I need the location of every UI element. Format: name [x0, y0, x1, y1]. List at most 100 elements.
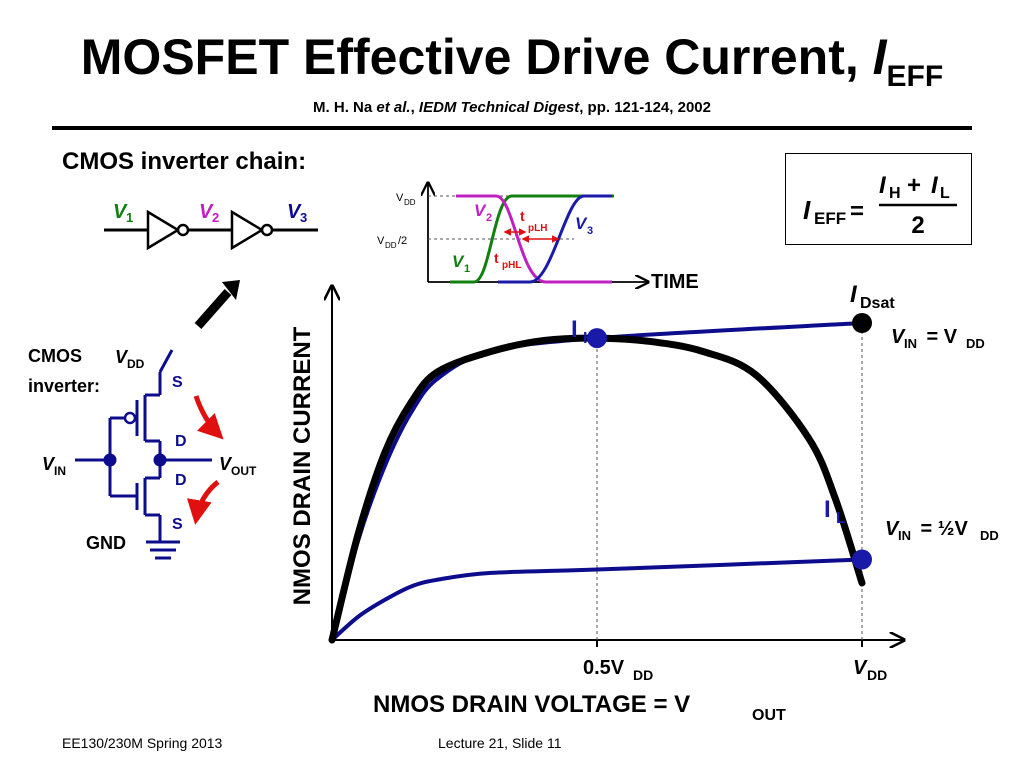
- timing-vdd-half-suffix: /2: [398, 235, 407, 247]
- vin-half-v: V: [885, 518, 900, 540]
- il-label: I: [824, 496, 831, 523]
- chart-xlabel: NMOS DRAIN VOLTAGE = V: [373, 691, 690, 718]
- idsat-sub: Dsat: [860, 295, 895, 312]
- x-tick-half-vdd-sub: DD: [633, 667, 653, 683]
- timing-vdd: V: [396, 192, 404, 204]
- chain-v2: V: [199, 201, 214, 223]
- idsat-label: I: [850, 281, 858, 308]
- series-2: [330, 557, 864, 642]
- vin-sub: IN: [54, 464, 66, 478]
- formula-equals: =: [850, 198, 864, 225]
- chain-v1-sub: 1: [126, 210, 133, 225]
- x-tick-vdd-label: V: [853, 657, 868, 679]
- formula-num-a-sub: H: [889, 185, 901, 202]
- nmos-drain-label: D: [175, 472, 187, 489]
- formula-plus: +: [907, 172, 921, 199]
- discharge-current-arrow: [186, 480, 220, 525]
- citation-sep: ,: [410, 99, 419, 116]
- title-text: MOSFET Effective Drive Current,: [80, 29, 873, 85]
- timing-v2-sub: 2: [486, 212, 492, 224]
- chain-v3-sub: 3: [300, 210, 307, 225]
- title-divider: [52, 126, 972, 130]
- pmos-source-label: S: [172, 374, 183, 391]
- legend-vin-half: V IN = ½V DD: [885, 518, 999, 543]
- vin-half-sub: IN: [898, 528, 911, 543]
- timing-v1: V: [452, 252, 465, 271]
- chain-heading: CMOS inverter chain:: [62, 148, 307, 175]
- tplh-sub: pLH: [528, 223, 547, 234]
- vin-vdd-rest: = V: [921, 326, 958, 348]
- pmos-gate-bubble: [123, 411, 137, 425]
- chain-v1: V: [113, 201, 128, 223]
- gnd-label: GND: [86, 533, 126, 553]
- pmos-drain-label: D: [175, 433, 187, 450]
- inverter-vdd: V: [115, 347, 129, 367]
- title-symbol: I: [872, 29, 887, 85]
- citation-journal: IEDM Technical Digest: [418, 99, 580, 116]
- formula-den: 2: [911, 212, 924, 239]
- ih-label: I: [571, 316, 578, 343]
- point-i-h: [587, 328, 607, 349]
- vin-half-rest: = ½V: [915, 518, 968, 540]
- input-node: [103, 453, 117, 467]
- citation: M. H. Na et al., IEDM Technical Digest, …: [0, 99, 1024, 116]
- chain-bubble-2: [260, 223, 274, 237]
- legend-vin-vdd: V IN = V DD: [891, 326, 985, 351]
- id-vd-chart: NMOS DRAIN CURRENT 0.5V DD V DD NMOS DRA…: [289, 281, 999, 724]
- trace-v1: [450, 194, 614, 284]
- x-tick-vdd-sub: DD: [867, 667, 887, 683]
- vin-vdd-v: V: [891, 326, 906, 348]
- charge-current-arrow: [193, 395, 224, 440]
- slide-title: MOSFET Effective Drive Current, IEFF: [0, 28, 1024, 94]
- chain-inverter-2: [230, 209, 265, 251]
- chain-bubble-1: [176, 223, 190, 237]
- tphl-sub: pHL: [502, 260, 521, 271]
- chart-ylabel: NMOS DRAIN CURRENT: [289, 326, 316, 605]
- vin-vdd-sub: IN: [904, 336, 917, 351]
- timing-diagram: V DD V DD /2 t pLH t pHL V 2 V 3 V 1 TIM…: [377, 183, 699, 293]
- formula-lhs-sub: EFF: [814, 209, 846, 228]
- il-sub: L: [836, 510, 846, 527]
- timing-time-label: TIME: [651, 271, 699, 293]
- chain-inverter-1: [146, 209, 181, 251]
- formula-box: [785, 153, 972, 245]
- series-1: [328, 334, 866, 644]
- vout-sub: OUT: [231, 464, 257, 478]
- citation-etal: et al.: [376, 99, 411, 116]
- footer-lecture: Lecture 21, Slide 11: [438, 735, 562, 751]
- point-i-dsat: [852, 313, 872, 333]
- vin-vdd-rest-sub: DD: [966, 336, 985, 351]
- cmos-inverter-schematic: CMOS inverter: V DD: [28, 346, 257, 560]
- tplh-label: t: [520, 208, 525, 224]
- inverter-label-2: inverter:: [28, 376, 100, 396]
- chain-v2-sub: 2: [212, 210, 219, 225]
- pointer-arrow: [194, 280, 240, 329]
- formula-lhs: I: [803, 195, 811, 225]
- formula-num-b-sub: L: [940, 185, 950, 202]
- chart-xlabel-sub: OUT: [752, 707, 786, 724]
- formula-num-a: I: [879, 172, 887, 199]
- point-i-l: [852, 549, 872, 570]
- x-tick-vdd: V DD: [853, 657, 887, 683]
- output-node: [153, 453, 167, 467]
- title-subscript: EFF: [886, 60, 944, 93]
- trace-v2: [456, 194, 612, 284]
- x-tick-half-vdd-label: 0.5V: [583, 657, 625, 679]
- inverter-vdd-sub: DD: [127, 357, 145, 371]
- ih-sub: H: [583, 330, 595, 347]
- formula-num-b: I: [931, 172, 939, 199]
- chain-v3: V: [287, 201, 302, 223]
- x-tick-half-vdd: 0.5V DD: [583, 657, 653, 683]
- vin-label: V: [42, 454, 56, 474]
- inverter-label-1: CMOS: [28, 346, 82, 366]
- nmos-source-label: S: [172, 516, 183, 533]
- timing-vdd-sub: DD: [404, 198, 416, 207]
- timing-v2: V: [474, 201, 487, 220]
- timing-v3-sub: 3: [587, 225, 593, 237]
- vout-label: V: [219, 454, 233, 474]
- timing-vdd-half-sub: DD: [385, 241, 397, 250]
- footer-course: EE130/230M Spring 2013: [62, 735, 223, 751]
- timing-vdd-half: V: [377, 235, 385, 247]
- inverter-chain: V 1 V 2 V 3: [104, 201, 318, 251]
